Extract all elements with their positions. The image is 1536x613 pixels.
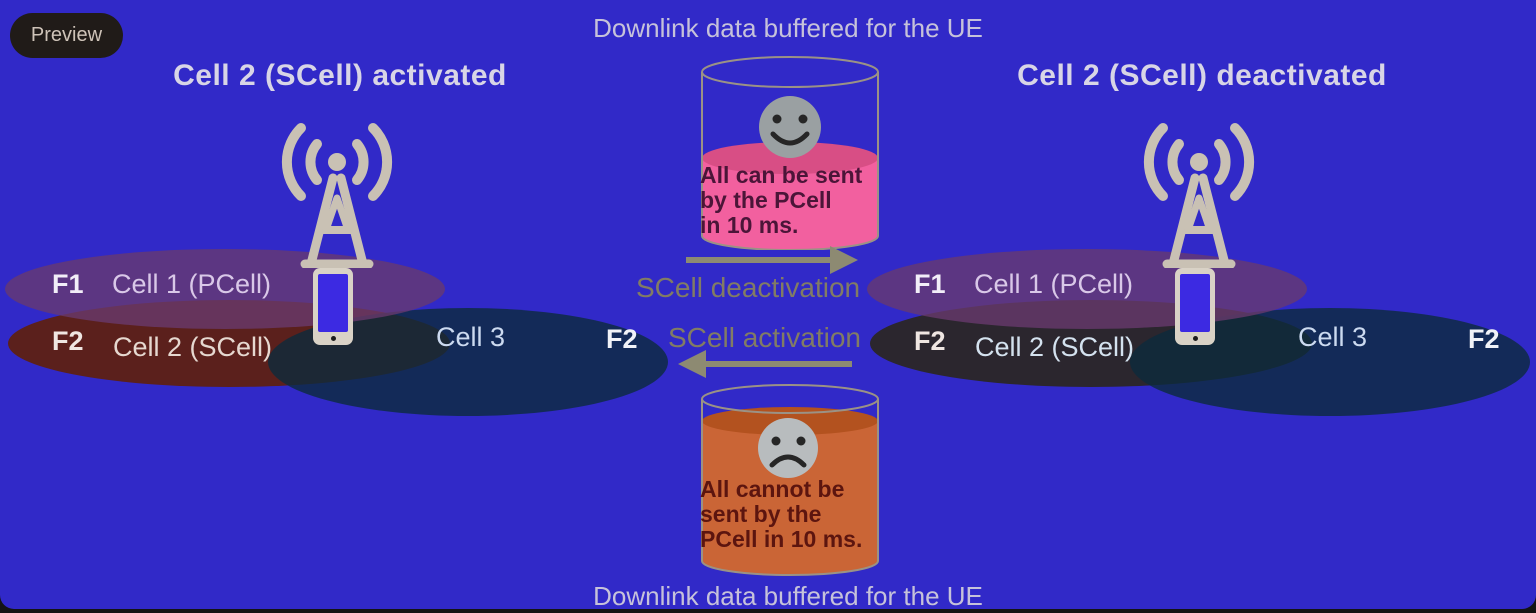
preview-badge[interactable]: Preview <box>10 13 123 58</box>
ue-phone-home-button <box>331 336 336 341</box>
sad-buffer-cylinder <box>701 384 879 576</box>
bottom-caption: Downlink data buffered for the UE <box>593 581 983 609</box>
cell3-f2-frequency-label: F2 <box>1468 324 1500 354</box>
panel-scell-activated: Cell 2 (SCell) activated F1 Cell 1 (PCel… <box>0 0 674 609</box>
happy-buffer-cylinder <box>701 56 879 250</box>
preview-badge-label: Preview <box>30 24 103 46</box>
cell3-label: Cell 3 <box>436 322 506 352</box>
sad-face-icon <box>758 418 818 478</box>
panel-scell-deactivated: Cell 2 (SCell) deactivated F1 Cell 1 (PC… <box>862 0 1536 609</box>
panel-title-deactivated: Cell 2 (SCell) deactivated <box>1017 59 1387 92</box>
cell-tower-icon <box>281 123 393 268</box>
ue-phone-home-button <box>1193 336 1198 341</box>
smiley-face-icon <box>759 96 821 158</box>
ue-phone-icon <box>1175 268 1215 345</box>
happy-buffer-text: All can be sent by the PCell in 10 ms. <box>700 162 863 238</box>
ue-phone-screen <box>318 274 348 332</box>
scell-deactivation-label: SCell deactivation <box>636 272 861 303</box>
f2-frequency-label: F2 <box>52 326 84 356</box>
cell2-scell-label: Cell 2 (SCell) <box>975 332 1135 362</box>
arrow-right-icon <box>686 246 858 274</box>
f1-frequency-label: F1 <box>52 269 84 299</box>
ue-phone-screen <box>1180 274 1210 332</box>
cell1-pcell-label: Cell 1 (PCell) <box>974 269 1134 299</box>
panel-title-activated: Cell 2 (SCell) activated <box>173 59 507 92</box>
ue-phone-icon <box>313 268 353 345</box>
cell-tower-icon <box>1143 123 1255 268</box>
arrow-left-icon <box>678 350 852 378</box>
scell-activation-label: SCell activation <box>668 322 861 353</box>
top-caption: Downlink data buffered for the UE <box>593 13 983 43</box>
cell3-f2-frequency-label: F2 <box>606 324 638 354</box>
f1-frequency-label: F1 <box>914 269 946 299</box>
f2-frequency-label: F2 <box>914 326 946 356</box>
cell3-label: Cell 3 <box>1298 322 1368 352</box>
sad-buffer-text: All cannot be sent by the PCell in 10 ms… <box>700 476 863 552</box>
cell2-scell-label: Cell 2 (SCell) <box>113 332 273 362</box>
cell1-pcell-label: Cell 1 (PCell) <box>112 269 272 299</box>
